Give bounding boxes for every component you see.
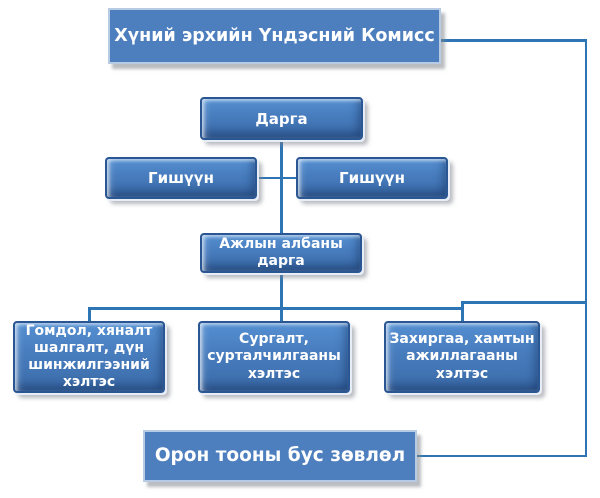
chairman-box: Дарга: [200, 97, 363, 140]
connector-office-to-branch: [280, 271, 283, 322]
org-root-box: Хүний эрхийн Үндэсний Комисс: [108, 8, 441, 64]
connector-root-to-right: [440, 39, 587, 42]
connector-chairman-to-office: [280, 140, 283, 234]
connector-branch-to-right: [462, 301, 586, 304]
office-head-box: Ажлын албаны дарга: [200, 233, 362, 273]
council-box: Орон тооны бус зөвлөл: [143, 430, 417, 482]
department-box-training: Сургалт, сурталчилгааны хэлтэс: [198, 321, 350, 393]
connector-members: [256, 176, 298, 179]
connector-right-vertical: [584, 39, 587, 457]
member-box-right: Гишүүн: [296, 157, 448, 199]
connector-branch-horizontal: [88, 307, 463, 310]
connector-drop-dept3: [461, 301, 464, 322]
connector-drop-dept1: [88, 307, 91, 322]
connector-council-to-right: [415, 454, 587, 457]
member-box-left: Гишүүн: [105, 157, 257, 199]
department-box-complaints: Гомдол, хяналт шалгалт, дүн шинжилгээний…: [13, 321, 165, 393]
department-box-administration: Захиргаа, хамтын ажиллагааны хэлтэс: [384, 321, 540, 393]
